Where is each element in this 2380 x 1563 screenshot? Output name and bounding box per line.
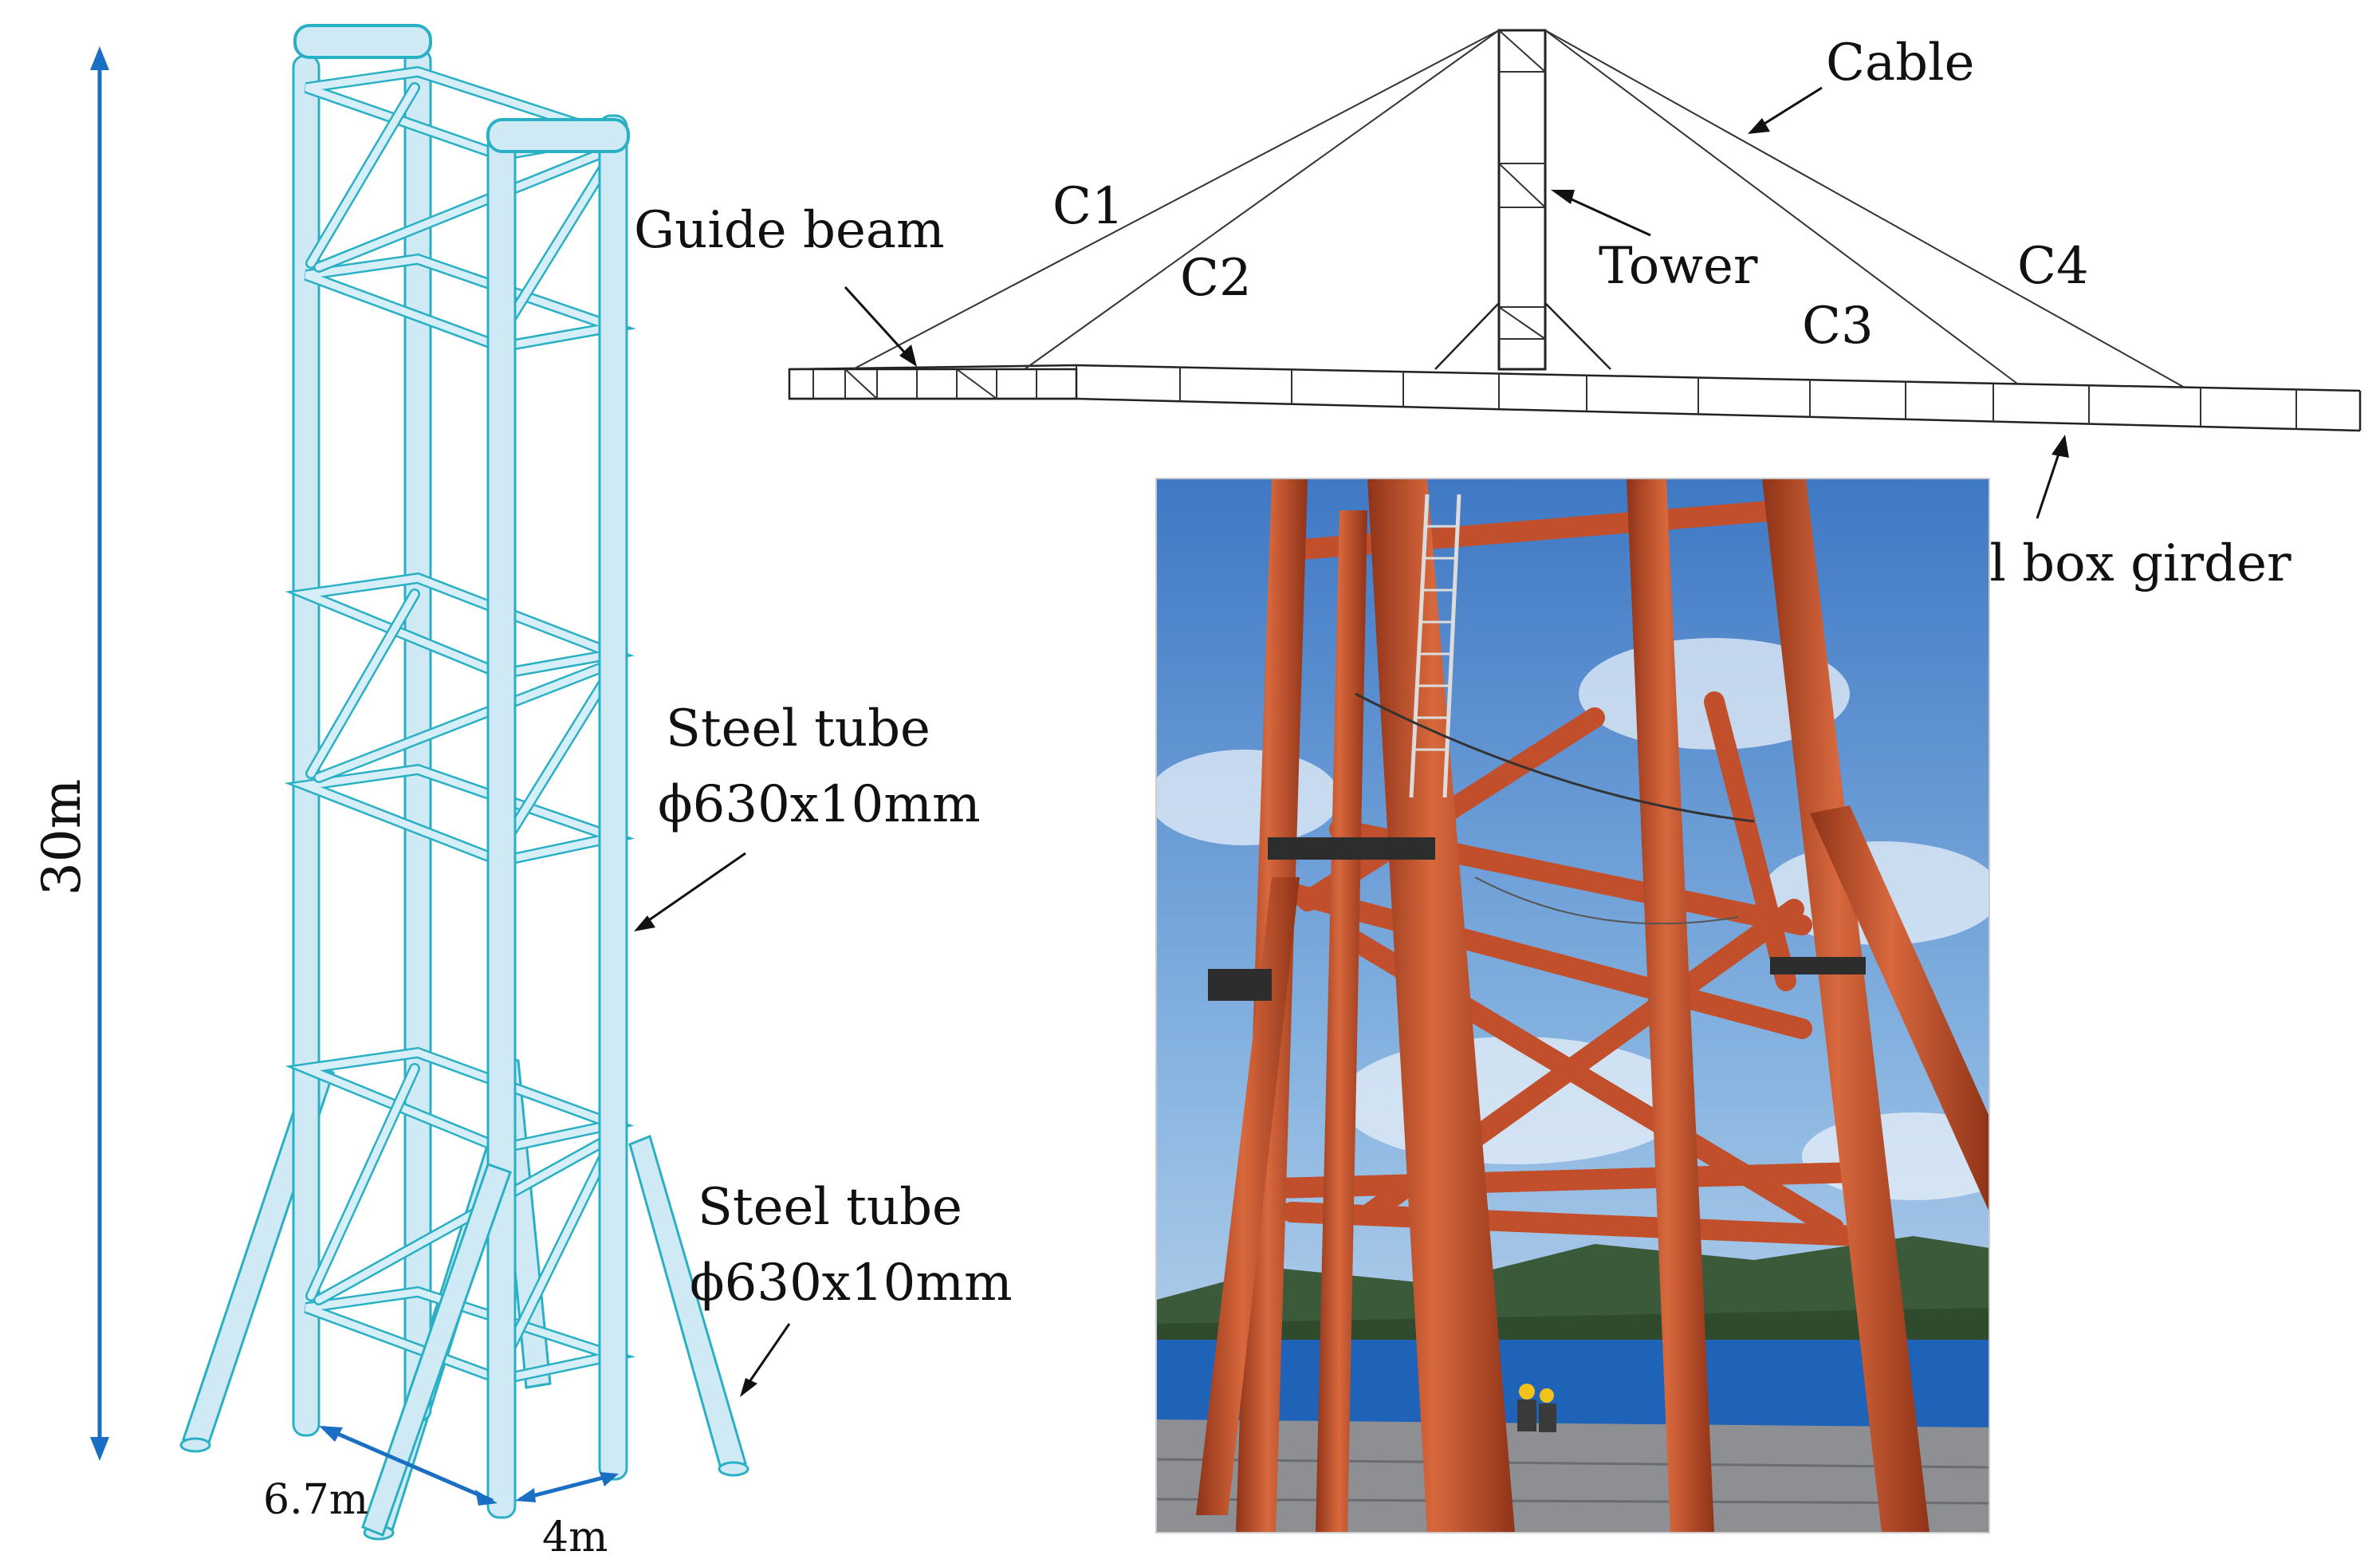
width-label-a: 6.7m	[263, 1476, 368, 1524]
tower-arrow	[1551, 190, 1651, 237]
guide-beam	[788, 368, 1078, 400]
leg-tube-label-2: ϕ630x10mm	[690, 1254, 1013, 1313]
cable-label: Cable	[1826, 33, 1974, 93]
column-tube-label-1: Steel tube	[666, 699, 930, 758]
base-dimensions	[319, 1425, 619, 1506]
column-tube-label-2: ϕ630x10mm	[658, 775, 981, 834]
height-label: 30m	[31, 779, 92, 896]
tower	[1434, 29, 1611, 371]
blue-fence	[1156, 1340, 1989, 1427]
column-tube-arrow	[634, 852, 746, 931]
cable-label-c1: C1	[1052, 177, 1124, 236]
cable-arrow	[1748, 86, 1823, 134]
guide-beam-label: Guide beam	[634, 201, 945, 260]
red-tower	[1196, 478, 1989, 1533]
tower-label: Tower	[1599, 237, 1758, 296]
front-legs	[361, 1163, 512, 1537]
cable-label-c4: C4	[2017, 237, 2089, 296]
cable-label-c2: C2	[1180, 249, 1252, 308]
elevation-drawing: C1 C2 C3 C4 Guide beam Cable Tower Steel…	[634, 29, 2362, 593]
workers	[1517, 1384, 1556, 1432]
site-photo	[1155, 478, 1990, 1533]
bracing	[284, 65, 636, 1386]
cable-label-c3: C3	[1802, 297, 1874, 356]
width-label-b: 4m	[542, 1514, 608, 1561]
height-dimension	[90, 46, 109, 1461]
leg-tube-arrow	[740, 1323, 791, 1397]
cables	[852, 30, 2185, 388]
leg-tube-label-1: Steel tube	[698, 1178, 962, 1237]
tower-model: 30m	[31, 24, 1013, 1561]
deck	[1156, 1419, 1989, 1533]
girder-arrow	[2036, 435, 2069, 519]
guide-beam-arrow	[844, 285, 917, 367]
